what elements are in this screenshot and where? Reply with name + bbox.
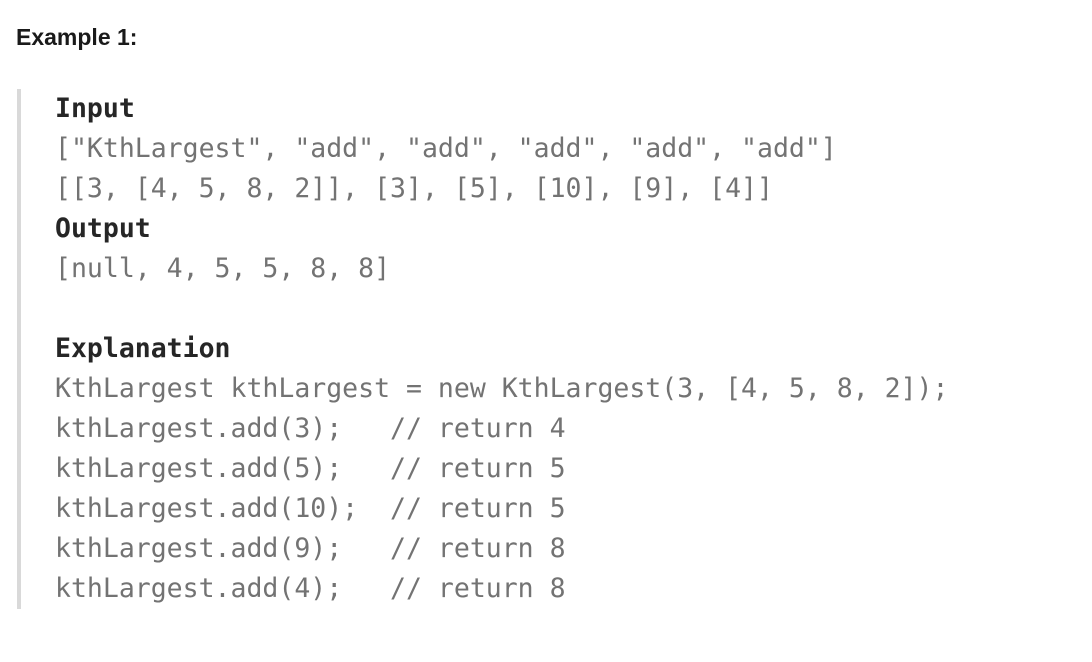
input-label: Input xyxy=(55,93,135,124)
input-line: ["KthLargest", "add", "add", "add", "add… xyxy=(55,133,837,164)
explanation-label: Explanation xyxy=(55,333,231,364)
input-line: [[3, [4, 5, 8, 2]], [3], [5], [10], [9],… xyxy=(55,173,773,204)
blank-line xyxy=(55,289,1092,329)
example-block: Input ["KthLargest", "add", "add", "add"… xyxy=(17,89,1092,609)
example-title: Example 1: xyxy=(16,24,138,50)
explanation-line: kthLargest.add(10); // return 5 xyxy=(55,493,566,524)
output-line: [null, 4, 5, 5, 8, 8] xyxy=(55,253,391,284)
output-label: Output xyxy=(55,213,151,244)
explanation-line: kthLargest.add(3); // return 4 xyxy=(55,413,566,444)
explanation-line: kthLargest.add(4); // return 8 xyxy=(55,573,566,604)
explanation-line: kthLargest.add(9); // return 8 xyxy=(55,533,566,564)
explanation-line: KthLargest kthLargest = new KthLargest(3… xyxy=(55,373,949,404)
explanation-line: kthLargest.add(5); // return 5 xyxy=(55,453,566,484)
